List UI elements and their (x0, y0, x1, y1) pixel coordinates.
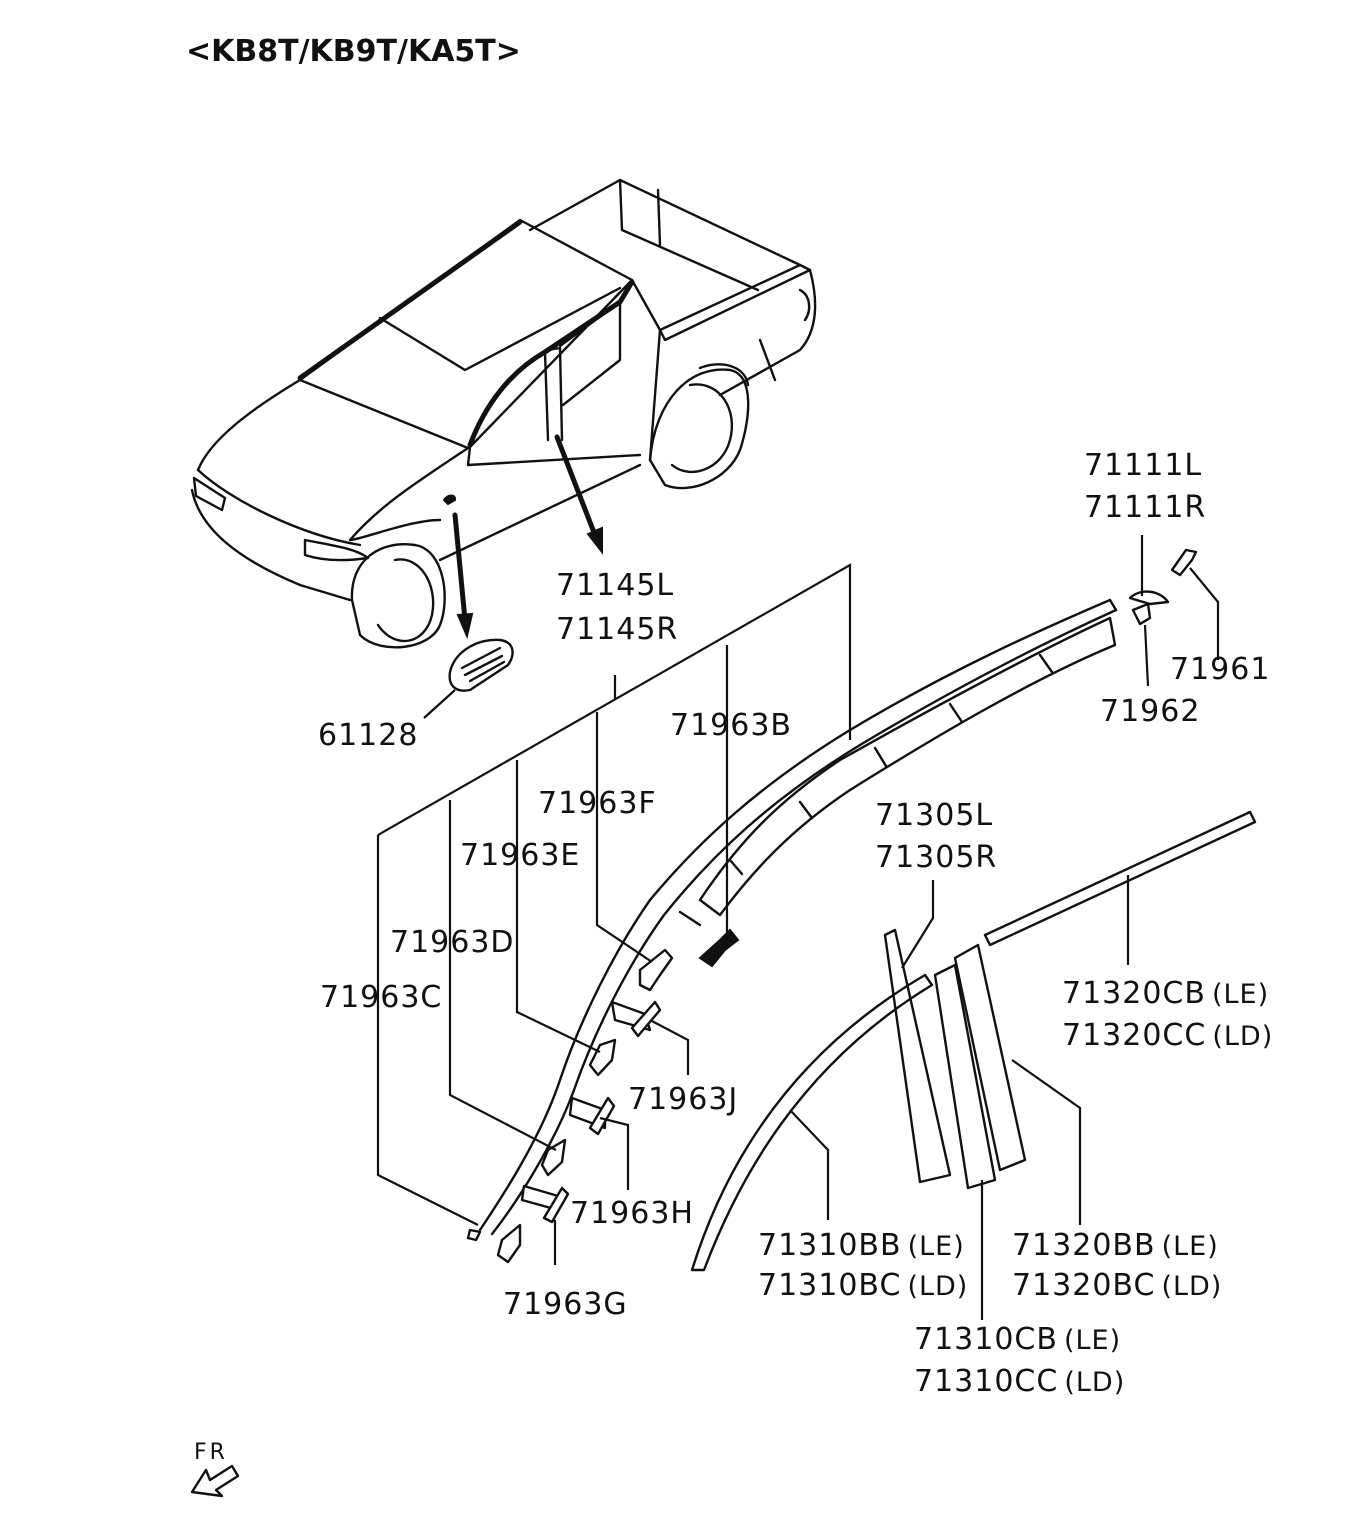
label-71320BB: 71320BB(LE) (1012, 1228, 1219, 1263)
front-direction-arrow (190, 1464, 240, 1498)
truck-illustration (190, 178, 817, 649)
diagram-title: <KB8T/KB9T/KA5T> (186, 34, 521, 69)
label-71310CB: 71310CB(LE) (914, 1322, 1122, 1357)
label-71963B: 71963B (670, 708, 793, 743)
label-71320CC: 71320CC(LD) (1062, 1018, 1274, 1053)
label-71963C: 71963C (320, 980, 443, 1015)
label-71305L: 71305L (875, 798, 994, 833)
label-71145R: 71145R (556, 612, 679, 647)
front-marker-label: FR (194, 1440, 228, 1465)
label-61128: 61128 (318, 718, 419, 753)
pillar-moldings (690, 810, 1257, 1272)
label-71963F: 71963F (538, 786, 657, 821)
label-71111L: 71111L (1084, 448, 1203, 483)
label-71962: 71962 (1100, 694, 1201, 729)
label-71145L: 71145L (556, 568, 675, 603)
label-71963D: 71963D (390, 925, 515, 960)
label-71310BB: 71310BB(LE) (758, 1228, 965, 1263)
label-71111R: 71111R (1084, 490, 1207, 525)
label-71963E: 71963E (460, 838, 581, 873)
clips-71963 (496, 928, 740, 1264)
label-71963H: 71963H (570, 1196, 694, 1231)
label-71320CB: 71320CB(LE) (1062, 976, 1270, 1011)
label-71305R: 71305R (875, 840, 998, 875)
label-71963J: 71963J (628, 1082, 739, 1117)
part-61128-shape (423, 638, 514, 719)
roof-clips (1128, 535, 1220, 687)
label-71310BC: 71310BC(LD) (758, 1268, 969, 1303)
label-71320BC: 71320BC(LD) (1012, 1268, 1223, 1303)
label-71310CC: 71310CC(LD) (914, 1364, 1126, 1399)
leader-lines (376, 563, 1130, 1320)
label-71963G: 71963G (503, 1287, 628, 1322)
door-molding-shapes (466, 598, 1118, 1242)
label-71961: 71961 (1170, 652, 1271, 687)
